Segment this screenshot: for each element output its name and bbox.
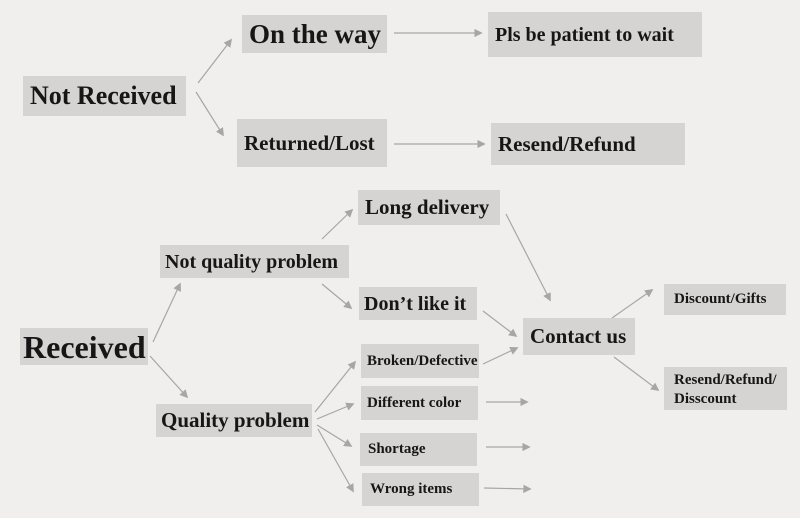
arrow-not-received-to-on-the-way [197, 38, 233, 84]
node-long-delivery: Long delivery [358, 190, 500, 225]
node-resend-refund-disscount: Resend/Refund/ Disscount [664, 367, 787, 410]
arrow-received-to-quality-problem [149, 355, 189, 399]
arrow-not-quality-problem-to-dont-like-it [321, 283, 353, 310]
node-dont-like-it: Don’t like it [359, 287, 477, 320]
arrow-contact-us-to-discount-gifts [611, 289, 654, 319]
node-discount-gifts: Discount/Gifts [664, 284, 786, 315]
node-contact-us: Contact us [523, 318, 635, 355]
arrow-broken-defective-to-contact-us [482, 347, 519, 365]
node-different-color: Different color [361, 386, 478, 420]
arrow-wrong-items-right [483, 484, 532, 494]
arrow-dont-like-it-to-contact-us [482, 310, 518, 338]
node-resend-refund-disscount-line2: Disscount [674, 391, 737, 407]
arrow-long-delivery-to-contact-us [505, 213, 551, 302]
arrow-received-to-not-quality-problem [152, 282, 181, 343]
node-not-received: Not Received [23, 76, 186, 116]
node-quality-problem: Quality problem [156, 404, 312, 437]
node-shortage: Shortage [360, 433, 477, 466]
node-not-quality-problem: Not quality problem [160, 245, 349, 278]
node-broken-defective: Broken/Defective [361, 344, 479, 378]
arrow-contact-us-to-resend-refund-disscount [613, 356, 660, 392]
node-wrong-items: Wrong items [362, 473, 479, 506]
node-on-the-way: On the way [242, 15, 387, 53]
arrow-quality-problem-to-shortage [316, 424, 353, 447]
arrow-not-quality-problem-to-long-delivery [321, 208, 354, 240]
node-resend-refund-disscount-line1: Resend/Refund/ [674, 372, 777, 388]
arrow-quality-problem-to-wrong-items [317, 428, 354, 493]
arrow-not-received-to-returned-lost [195, 91, 224, 137]
node-pls-be-patient-to-wait: Pls be patient to wait [488, 12, 702, 57]
arrow-quality-problem-to-broken-defective [314, 360, 357, 413]
node-returned-lost: Returned/Lost [237, 119, 387, 167]
node-resend-refund: Resend/Refund [491, 123, 685, 165]
arrow-quality-problem-to-different-color [316, 402, 355, 420]
node-received: Received [20, 328, 148, 365]
